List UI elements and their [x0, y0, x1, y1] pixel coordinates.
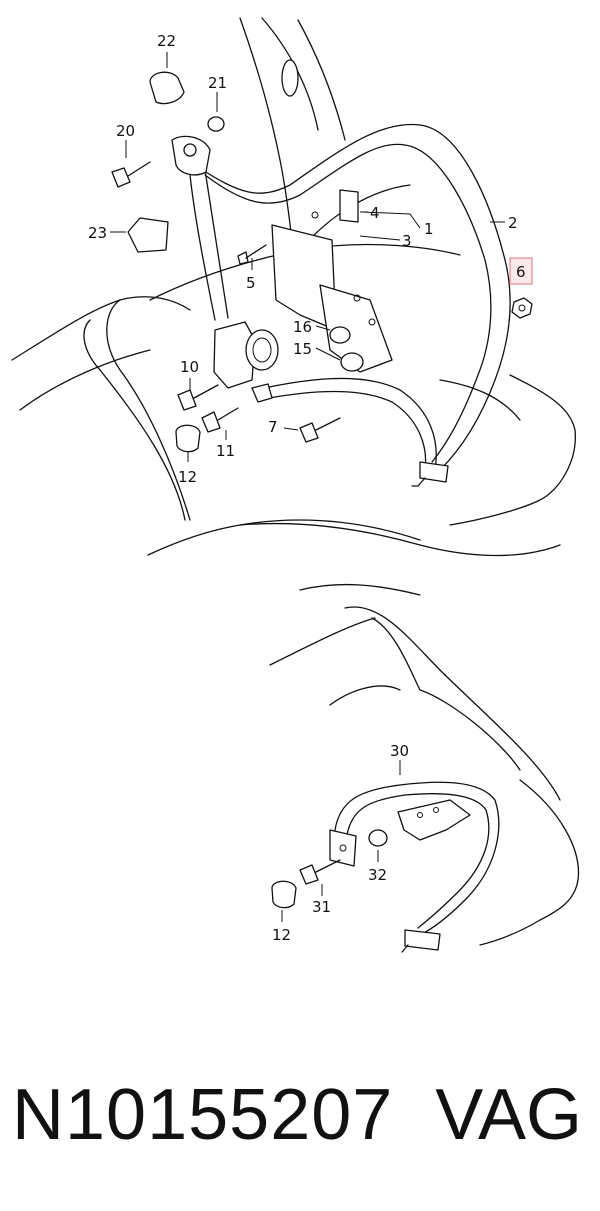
label-12-lower: 12 — [272, 926, 291, 944]
leader-lines-upper — [110, 52, 505, 462]
label-5: 5 — [246, 274, 256, 292]
label-1: 1 — [424, 220, 434, 238]
label-7: 7 — [268, 418, 278, 436]
label-12-upper: 12 — [178, 468, 197, 486]
footer: N10155207 VAG — [0, 1060, 600, 1170]
label-16: 16 — [293, 318, 312, 336]
label-21: 21 — [208, 74, 227, 92]
label-30: 30 — [390, 742, 409, 760]
label-2: 2 — [508, 214, 518, 232]
lower-assembly — [269, 606, 580, 953]
brand-name: VAG — [435, 1075, 582, 1155]
leader-lines-lower — [281, 760, 401, 922]
label-15: 15 — [293, 340, 312, 358]
label-22: 22 — [157, 32, 176, 50]
highlight-box — [509, 257, 533, 285]
label-6: 6 — [516, 263, 526, 281]
seat-belt-exploded-diagram: 22 21 20 23 5 4 1 3 2 6 16 15 10 11 7 12… — [11, 17, 580, 953]
label-32: 32 — [368, 866, 387, 884]
part-number: N10155207 — [12, 1075, 394, 1155]
label-23: 23 — [88, 224, 107, 242]
label-20: 20 — [116, 122, 135, 140]
label-31: 31 — [312, 898, 331, 916]
label-3: 3 — [402, 232, 412, 250]
upper-assembly — [11, 17, 576, 596]
label-10: 10 — [180, 358, 199, 376]
label-11: 11 — [216, 442, 235, 460]
label-4: 4 — [370, 204, 380, 222]
part-labels: 22 21 20 23 5 4 1 3 2 6 16 15 10 11 7 12… — [88, 32, 526, 944]
